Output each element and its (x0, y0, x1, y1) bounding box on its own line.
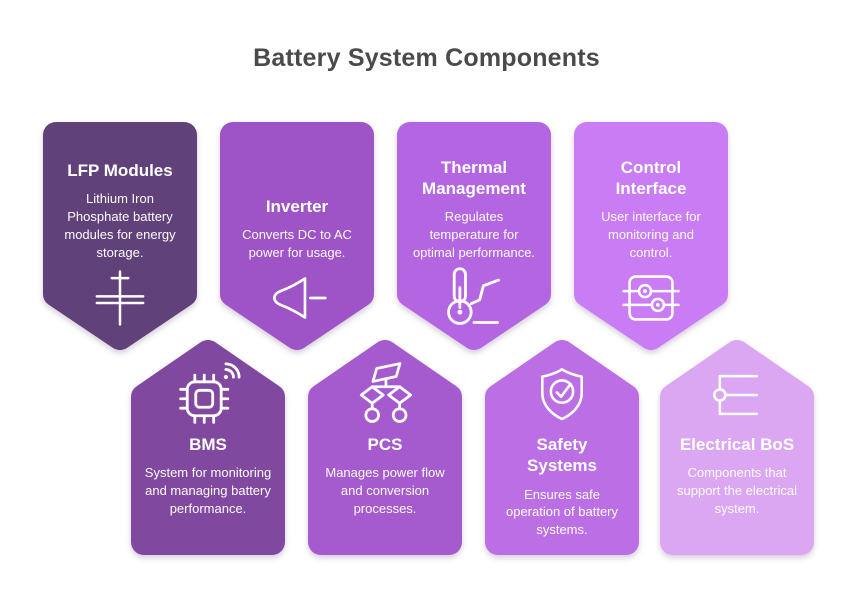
card-title: Thermal Management (422, 157, 526, 198)
card-pcs: PCS Manages power flow and conversion pr… (308, 340, 462, 555)
card-description: User interface for monitoring and contro… (601, 209, 701, 261)
card-description: Regulates temperature for optimal perfor… (412, 209, 536, 261)
card-icon-area (308, 358, 462, 432)
card-description: Ensures safe operation of battery system… (505, 486, 619, 538)
card-title: PCS (367, 435, 403, 454)
card-text-block: LFP Modules Lithium Iron Phosphate batte… (56, 136, 184, 262)
banner-down-shape (574, 122, 728, 350)
banner-up-shape (131, 340, 285, 555)
sliders-panel-icon (622, 275, 680, 321)
card-icon-area (131, 358, 285, 432)
card-text-block: Safety Systems Ensures safe operation of… (498, 434, 626, 539)
banner-down-shape (220, 122, 374, 350)
banner-up-shape (660, 340, 814, 555)
card-icon-area (43, 262, 197, 334)
card-title: Electrical BoS (679, 435, 795, 454)
card-description: Converts DC to AC power for usage. (242, 227, 352, 261)
banner-up-shape (308, 340, 462, 555)
card-electrical-bos: Electrical BoS Components that support t… (660, 340, 814, 555)
chip-wireless-icon (179, 362, 241, 424)
banner-down-shape (43, 122, 197, 350)
card-text-block: Inverter Converts DC to AC power for usa… (233, 136, 361, 262)
card-icon-area (397, 262, 551, 334)
card-icon-area (574, 262, 728, 334)
card-title: Control Interface (615, 157, 687, 198)
card-thermal-management: Thermal Management Regulates temperature… (397, 122, 551, 350)
card-description: System for monitoring and managing batte… (144, 465, 272, 517)
thermometer-graph-icon (447, 267, 500, 325)
card-description: Components that support the electrical s… (677, 465, 797, 517)
flowchart-icon (359, 362, 412, 423)
card-description: Manages power flow and conversion proces… (325, 465, 445, 517)
card-title: BMS (189, 435, 227, 454)
shield-check-icon (541, 368, 583, 421)
card-inverter: Inverter Converts DC to AC power for usa… (220, 122, 374, 350)
card-icon-area (485, 358, 639, 432)
card-text-block: PCS Manages power flow and conversion pr… (321, 434, 449, 518)
card-icon-area (220, 262, 374, 334)
capacitor-icon (95, 270, 145, 326)
card-title: Inverter (265, 196, 329, 216)
card-text-block: Electrical BoS Components that support t… (673, 434, 801, 518)
page-title: Battery System Components (253, 44, 600, 72)
banner-down-shape (397, 122, 551, 350)
card-description: Lithium Iron Phosphate battery modules f… (64, 191, 176, 261)
card-text-block: Thermal Management Regulates temperature… (410, 136, 538, 262)
banner-up-shape (485, 340, 639, 555)
card-title: Safety Systems (527, 435, 597, 476)
card-title: LFP Modules (67, 161, 173, 180)
speaker-horn-icon (273, 277, 327, 319)
card-text-block: Control Interface User interface for mon… (587, 136, 715, 262)
card-control-interface: Control Interface User interface for mon… (574, 122, 728, 350)
bus-connection-icon (713, 374, 758, 416)
card-safety-systems: Safety Systems Ensures safe operation of… (485, 340, 639, 555)
card-bms: BMS System for monitoring and managing b… (131, 340, 285, 555)
card-text-block: BMS System for monitoring and managing b… (144, 434, 272, 518)
card-lfp-modules: LFP Modules Lithium Iron Phosphate batte… (43, 122, 197, 350)
card-icon-area (660, 358, 814, 432)
